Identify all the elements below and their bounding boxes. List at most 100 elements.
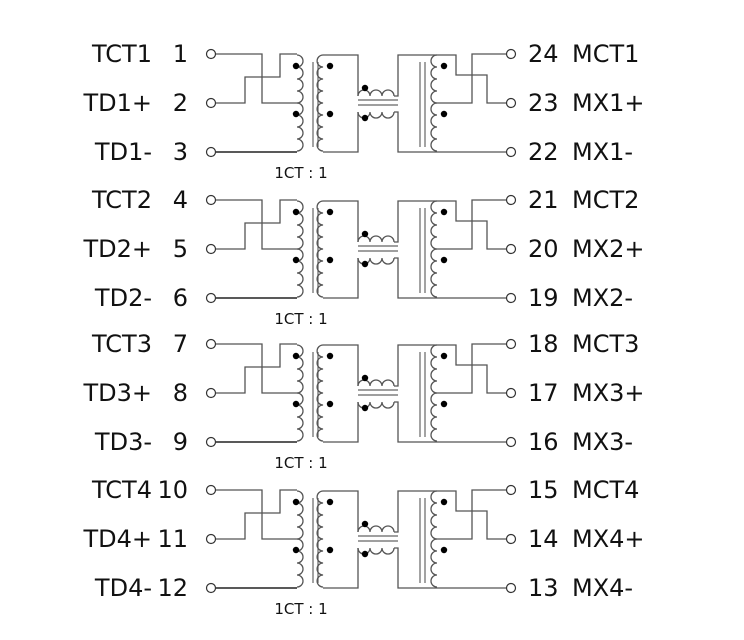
wire-choke-out-bot xyxy=(394,257,437,299)
right-pin-number: 23 xyxy=(528,89,559,117)
polarity-dot xyxy=(326,352,334,360)
right-pin-number: 24 xyxy=(528,40,559,68)
primary-coil-lower xyxy=(296,392,304,442)
right-coil-lower xyxy=(430,538,438,588)
terminal-circle xyxy=(205,484,217,496)
right-pin-name: MX1- xyxy=(572,138,633,166)
left-pin-name: TD2+ xyxy=(82,235,152,263)
right-pin-name: MCT2 xyxy=(572,186,639,214)
terminal-circle xyxy=(505,387,517,399)
terminal-circle xyxy=(505,97,517,109)
turns-ratio-label: 1CT : 1 xyxy=(274,310,327,328)
primary-coil-upper xyxy=(296,200,304,250)
right-pin-number: 17 xyxy=(528,379,559,407)
terminal-circle xyxy=(505,194,517,206)
right-coil-upper xyxy=(430,490,438,540)
polarity-dot xyxy=(361,374,369,382)
left-pin-number: 11 xyxy=(157,525,188,553)
left-pin-name: TD1- xyxy=(94,138,152,166)
wire-sec-bot xyxy=(323,548,359,589)
secondary-coil xyxy=(316,200,324,298)
left-pin-number: 12 xyxy=(157,574,188,602)
polarity-dot xyxy=(326,208,334,216)
polarity-dot xyxy=(326,110,334,118)
right-pin-number: 13 xyxy=(528,574,559,602)
right-pin-number: 22 xyxy=(528,138,559,166)
polarity-dot xyxy=(440,546,448,554)
wire-choke-out-top xyxy=(394,200,437,243)
turns-ratio-label: 1CT : 1 xyxy=(274,600,327,618)
primary-coil-lower xyxy=(296,248,304,298)
terminal-circle xyxy=(505,292,517,304)
right-coil-upper xyxy=(430,200,438,250)
left-pin-name: TCT2 xyxy=(91,186,152,214)
right-coil-lower xyxy=(430,248,438,298)
left-pin-number: 9 xyxy=(173,428,188,456)
left-pin-name: TD4+ xyxy=(82,525,152,553)
right-coil-upper xyxy=(430,54,438,104)
wire-sec-top xyxy=(323,490,359,532)
left-pin-name: TD4- xyxy=(94,574,152,602)
terminal-circle xyxy=(505,48,517,60)
turns-ratio-label: 1CT : 1 xyxy=(274,164,327,182)
wire-center-tap-primary xyxy=(216,199,297,250)
secondary-coil xyxy=(316,344,324,442)
polarity-dot xyxy=(361,404,369,412)
right-coil-lower xyxy=(430,392,438,442)
wire-tx-plus xyxy=(216,489,297,540)
terminal-circle xyxy=(205,292,217,304)
terminal-circle xyxy=(505,436,517,448)
wire-choke-out-bot xyxy=(394,401,437,443)
polarity-dot xyxy=(440,62,448,70)
terminal-circle xyxy=(505,146,517,158)
wire-tx-plus xyxy=(216,53,297,104)
right-pin-number: 20 xyxy=(528,235,559,263)
terminal-circle xyxy=(205,533,217,545)
right-pin-name: MX2- xyxy=(572,284,633,312)
left-pin-name: TD3- xyxy=(94,428,152,456)
choke-coil-upper xyxy=(357,379,395,387)
right-pin-name: MX4- xyxy=(572,574,633,602)
right-pin-number: 16 xyxy=(528,428,559,456)
wire-sec-bot xyxy=(323,112,359,153)
polarity-dot xyxy=(440,352,448,360)
right-pin-name: MX3+ xyxy=(572,379,645,407)
terminal-circle xyxy=(205,582,217,594)
right-coil-lower xyxy=(430,102,438,152)
polarity-dot xyxy=(292,400,300,408)
polarity-dot xyxy=(361,260,369,268)
wire-choke-out-top xyxy=(394,344,437,387)
primary-coil-upper xyxy=(296,54,304,104)
secondary-coil xyxy=(316,54,324,152)
wire-tx-plus xyxy=(216,199,297,250)
polarity-dot xyxy=(361,550,369,558)
left-pin-number: 1 xyxy=(173,40,188,68)
wire-choke-out-top xyxy=(394,490,437,533)
polarity-dot xyxy=(326,498,334,506)
polarity-dot xyxy=(326,62,334,70)
polarity-dot xyxy=(292,256,300,264)
right-pin-number: 18 xyxy=(528,330,559,358)
polarity-dot xyxy=(292,498,300,506)
wire-sec-top xyxy=(323,54,359,96)
wire-center-tap-primary xyxy=(216,343,297,394)
right-coil-upper xyxy=(430,344,438,394)
left-pin-name: TD1+ xyxy=(82,89,152,117)
right-pin-number: 21 xyxy=(528,186,559,214)
right-pin-number: 14 xyxy=(528,525,559,553)
primary-coil-upper xyxy=(296,344,304,394)
left-pin-name: TCT1 xyxy=(91,40,152,68)
left-pin-number: 3 xyxy=(173,138,188,166)
wire-center-tap-primary xyxy=(216,53,297,104)
polarity-dot xyxy=(440,208,448,216)
wire-choke-out-top xyxy=(394,54,437,97)
polarity-dot xyxy=(326,400,334,408)
polarity-dot xyxy=(292,62,300,70)
polarity-dot xyxy=(326,546,334,554)
wire-sec-top xyxy=(323,344,359,386)
right-pin-name: MCT4 xyxy=(572,476,639,504)
wire-sec-bot xyxy=(323,258,359,299)
